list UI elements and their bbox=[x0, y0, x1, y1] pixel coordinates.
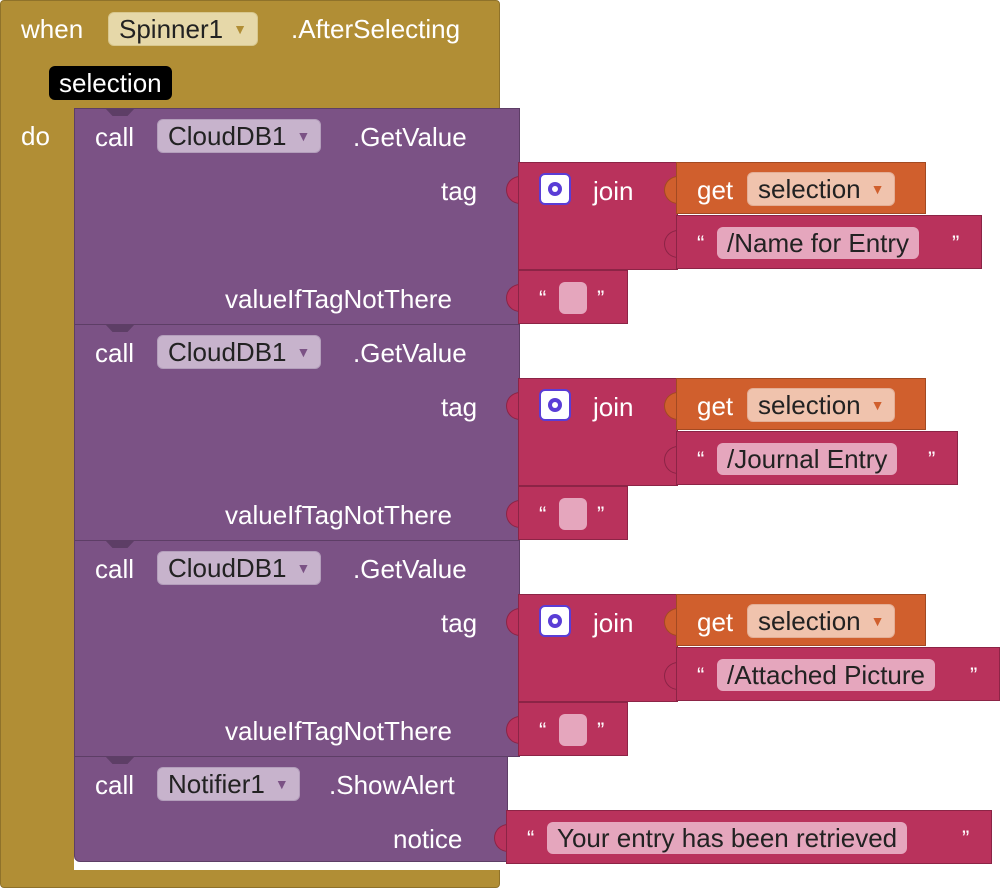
variable-dropdown[interactable]: selection ▼ bbox=[747, 388, 896, 422]
empty-text-block[interactable]: “ ” bbox=[518, 270, 628, 324]
component-dropdown[interactable]: Spinner1 ▼ bbox=[108, 12, 258, 46]
gear-icon[interactable] bbox=[539, 173, 571, 205]
close-quote: ” bbox=[597, 286, 605, 311]
text-field[interactable]: /Attached Picture bbox=[717, 659, 935, 691]
chevron-down-icon: ▼ bbox=[870, 181, 885, 197]
chevron-down-icon: ▼ bbox=[296, 560, 311, 576]
open-quote: “ bbox=[697, 663, 705, 688]
variable-name: selection bbox=[758, 605, 861, 636]
variable-name: selection bbox=[758, 173, 861, 204]
component-dropdown-value: Notifier1 bbox=[168, 768, 265, 799]
variable-name: selection bbox=[758, 389, 861, 420]
text-value: /Journal Entry bbox=[727, 444, 888, 474]
join-block[interactable]: join bbox=[518, 162, 678, 270]
close-quote: ” bbox=[928, 447, 936, 472]
chevron-down-icon: ▼ bbox=[870, 613, 885, 629]
block-notch bbox=[105, 540, 135, 548]
close-quote: ” bbox=[597, 718, 605, 743]
text-field[interactable]: Your entry has been retrieved bbox=[547, 822, 908, 854]
component-dropdown-value: Spinner1 bbox=[119, 13, 224, 44]
component-dropdown-value: CloudDB1 bbox=[168, 120, 287, 151]
call-label: call bbox=[95, 554, 135, 584]
get-variable-block[interactable]: get selection ▼ bbox=[676, 594, 926, 646]
open-quote: “ bbox=[539, 286, 547, 311]
call-label: call bbox=[95, 770, 135, 800]
text-string-block[interactable]: “ /Name for Entry ” bbox=[676, 215, 982, 269]
parameter-label: selection bbox=[59, 68, 162, 98]
chevron-down-icon: ▼ bbox=[233, 21, 247, 37]
event-name: .AfterSelecting bbox=[291, 14, 461, 44]
empty-text-field[interactable] bbox=[559, 282, 587, 314]
join-label: join bbox=[593, 176, 634, 206]
text-field[interactable]: /Name for Entry bbox=[717, 227, 920, 259]
get-variable-block[interactable]: get selection ▼ bbox=[676, 162, 926, 214]
method-name: .ShowAlert bbox=[329, 770, 455, 800]
join-label: join bbox=[593, 392, 634, 422]
close-quote: ” bbox=[970, 663, 978, 688]
chevron-down-icon: ▼ bbox=[870, 397, 885, 413]
component-dropdown[interactable]: CloudDB1 ▼ bbox=[157, 335, 322, 369]
gear-icon[interactable] bbox=[539, 389, 571, 421]
tag-label: tag bbox=[441, 608, 478, 638]
chevron-down-icon: ▼ bbox=[296, 344, 311, 360]
method-name: .GetValue bbox=[353, 338, 467, 368]
get-label: get bbox=[697, 175, 734, 205]
variable-dropdown[interactable]: selection ▼ bbox=[747, 172, 896, 206]
empty-text-field[interactable] bbox=[559, 714, 587, 746]
tag-label: tag bbox=[441, 392, 478, 422]
get-variable-block[interactable]: get selection ▼ bbox=[676, 378, 926, 430]
gear-icon[interactable] bbox=[539, 605, 571, 637]
block-notch bbox=[105, 756, 135, 764]
open-quote: “ bbox=[539, 718, 547, 743]
join-block[interactable]: join bbox=[518, 378, 678, 486]
tag-label: tag bbox=[441, 176, 478, 206]
get-label: get bbox=[697, 391, 734, 421]
close-quote: ” bbox=[962, 826, 970, 851]
method-name: .GetValue bbox=[353, 554, 467, 584]
component-dropdown-value: CloudDB1 bbox=[168, 552, 287, 583]
text-string-block[interactable]: “ /Journal Entry ” bbox=[676, 431, 958, 485]
call-block[interactable]: call Notifier1 ▼ .ShowAlert notice bbox=[74, 756, 508, 862]
text-value: /Name for Entry bbox=[727, 228, 910, 258]
empty-text-field[interactable] bbox=[559, 498, 587, 530]
text-value: Your entry has been retrieved bbox=[557, 823, 898, 853]
close-quote: ” bbox=[952, 231, 960, 256]
block-notch bbox=[105, 324, 135, 332]
component-dropdown-value: CloudDB1 bbox=[168, 336, 287, 367]
when-label: when bbox=[21, 14, 84, 44]
notice-label: notice bbox=[393, 824, 463, 854]
call-label: call bbox=[95, 122, 135, 152]
empty-text-block[interactable]: “ ” bbox=[518, 702, 628, 756]
call-label: call bbox=[95, 338, 135, 368]
text-string-block[interactable]: “ Your entry has been retrieved ” bbox=[506, 810, 992, 864]
component-dropdown[interactable]: CloudDB1 ▼ bbox=[157, 119, 322, 153]
open-quote: “ bbox=[697, 231, 705, 256]
chevron-down-icon: ▼ bbox=[296, 128, 311, 144]
open-quote: “ bbox=[527, 826, 535, 851]
join-label: join bbox=[593, 608, 634, 638]
component-dropdown[interactable]: Notifier1 ▼ bbox=[157, 767, 300, 801]
empty-text-block[interactable]: “ ” bbox=[518, 486, 628, 540]
text-string-block[interactable]: “ /Attached Picture ” bbox=[676, 647, 1000, 701]
close-quote: ” bbox=[597, 502, 605, 527]
default-label: valueIfTagNotThere bbox=[225, 716, 452, 746]
text-field[interactable]: /Journal Entry bbox=[717, 443, 898, 475]
variable-dropdown[interactable]: selection ▼ bbox=[747, 604, 896, 638]
default-label: valueIfTagNotThere bbox=[225, 500, 452, 530]
component-dropdown[interactable]: CloudDB1 ▼ bbox=[157, 551, 322, 585]
do-label: do bbox=[21, 121, 50, 151]
get-label: get bbox=[697, 607, 734, 637]
chevron-down-icon: ▼ bbox=[274, 776, 289, 792]
join-block[interactable]: join bbox=[518, 594, 678, 702]
event-parameter[interactable]: selection bbox=[49, 66, 172, 100]
method-name: .GetValue bbox=[353, 122, 467, 152]
call-block[interactable]: call CloudDB1 ▼ .GetValue tag valueIfTag… bbox=[74, 540, 520, 757]
call-block[interactable]: call CloudDB1 ▼ .GetValue tag valueIfTag… bbox=[74, 324, 520, 541]
open-quote: “ bbox=[539, 502, 547, 527]
call-block[interactable]: call CloudDB1 ▼ .GetValue tag valueIfTag… bbox=[74, 108, 520, 325]
text-value: /Attached Picture bbox=[727, 660, 925, 690]
block-notch bbox=[105, 108, 135, 116]
open-quote: “ bbox=[697, 447, 705, 472]
default-label: valueIfTagNotThere bbox=[225, 284, 452, 314]
